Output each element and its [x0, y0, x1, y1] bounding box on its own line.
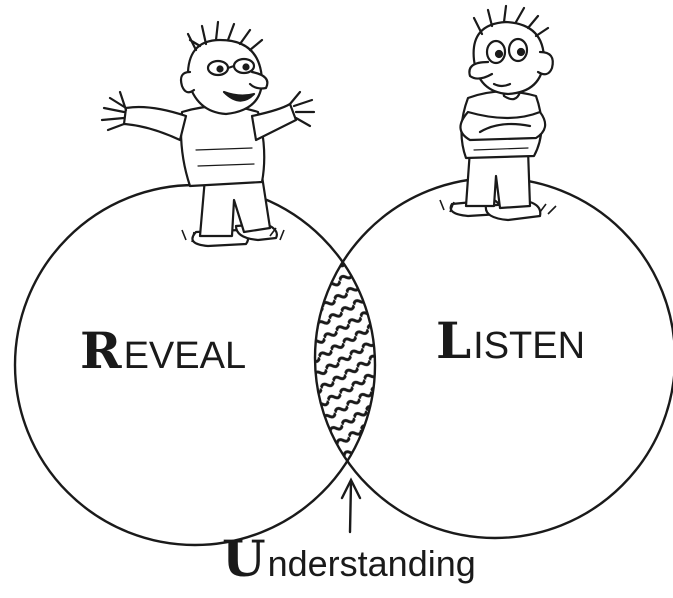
left-circle-label: REVEAL — [80, 321, 246, 380]
overlap-label-initial: U — [222, 529, 266, 588]
listening-person-figure — [449, 4, 554, 222]
right-label-rest: ISTEN — [473, 325, 585, 367]
overlap-label: Understanding — [222, 529, 476, 588]
left-label-rest: EVEAL — [124, 335, 247, 377]
left-label-initial: R — [80, 321, 122, 380]
grass-tuft-left — [181, 227, 285, 243]
overlap-label-rest: nderstanding — [268, 543, 476, 584]
grass-tuft-right — [439, 199, 557, 215]
right-circle-label: LISTEN — [436, 311, 585, 370]
arrow-up-icon — [340, 477, 362, 534]
right-label-initial: L — [436, 311, 471, 370]
talking-person-figure — [100, 20, 316, 248]
